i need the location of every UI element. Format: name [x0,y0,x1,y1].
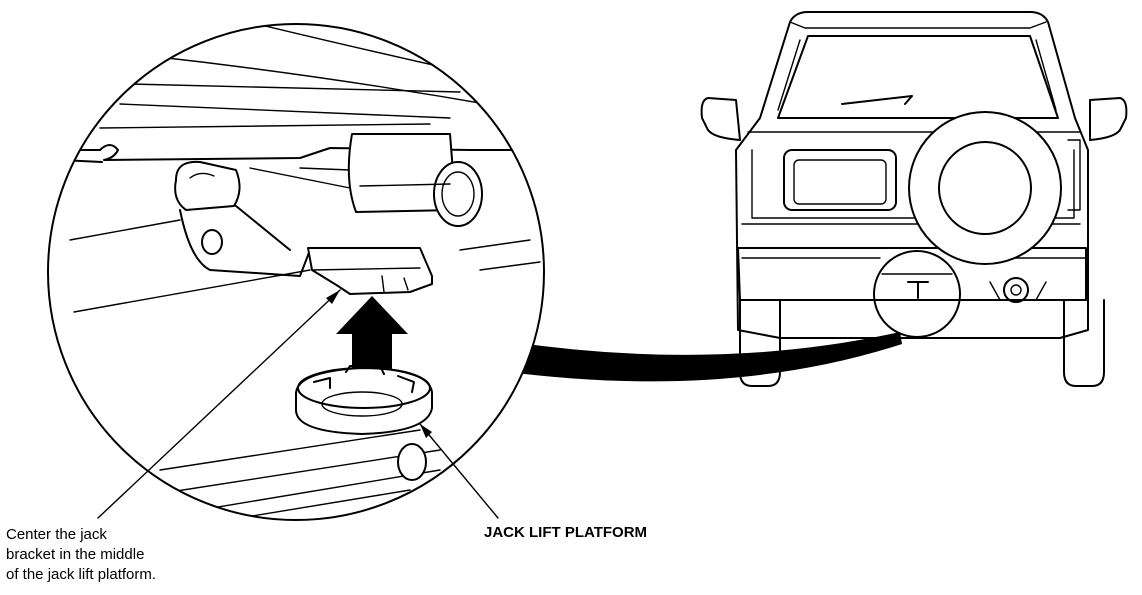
left-mirror [700,97,741,141]
mount-bracket [174,160,241,211]
frame-rail [59,144,544,161]
instruction-leader-line [97,289,341,519]
left-rear-tire [739,299,781,387]
jack-lift-platform [295,365,433,435]
jack-point-detail-circle [873,250,961,338]
magnifier-ring [47,23,545,521]
jack-instruction-note: Center the jack bracket in the middle of… [6,525,156,585]
instruction-leader-arrowhead [326,290,340,304]
magnify-connector [508,332,902,382]
up-arrow-icon [336,296,408,372]
jack-lift-platform-label: JACK LIFT PLATFORM [484,524,648,541]
jack-bracket [307,247,433,295]
right-mirror [1089,97,1128,141]
platform-leader-line [419,423,499,519]
rear-window [777,35,1059,119]
instruction-line: Center the jack [6,526,107,543]
exhaust-pipe [347,133,457,213]
instruction-line: bracket in the middle [6,546,145,563]
rear-wiper [841,95,913,105]
instruction-line: of the jack lift platform. [6,566,157,583]
magnified-detail-view [47,23,545,521]
platform-leader-arrowhead [420,424,432,438]
vehicle-body-outline [735,11,1089,339]
right-rear-tire [1063,299,1105,387]
spare-tire [908,111,1062,265]
license-plate-recess [783,149,897,211]
vehicle-rear-view [700,11,1128,387]
